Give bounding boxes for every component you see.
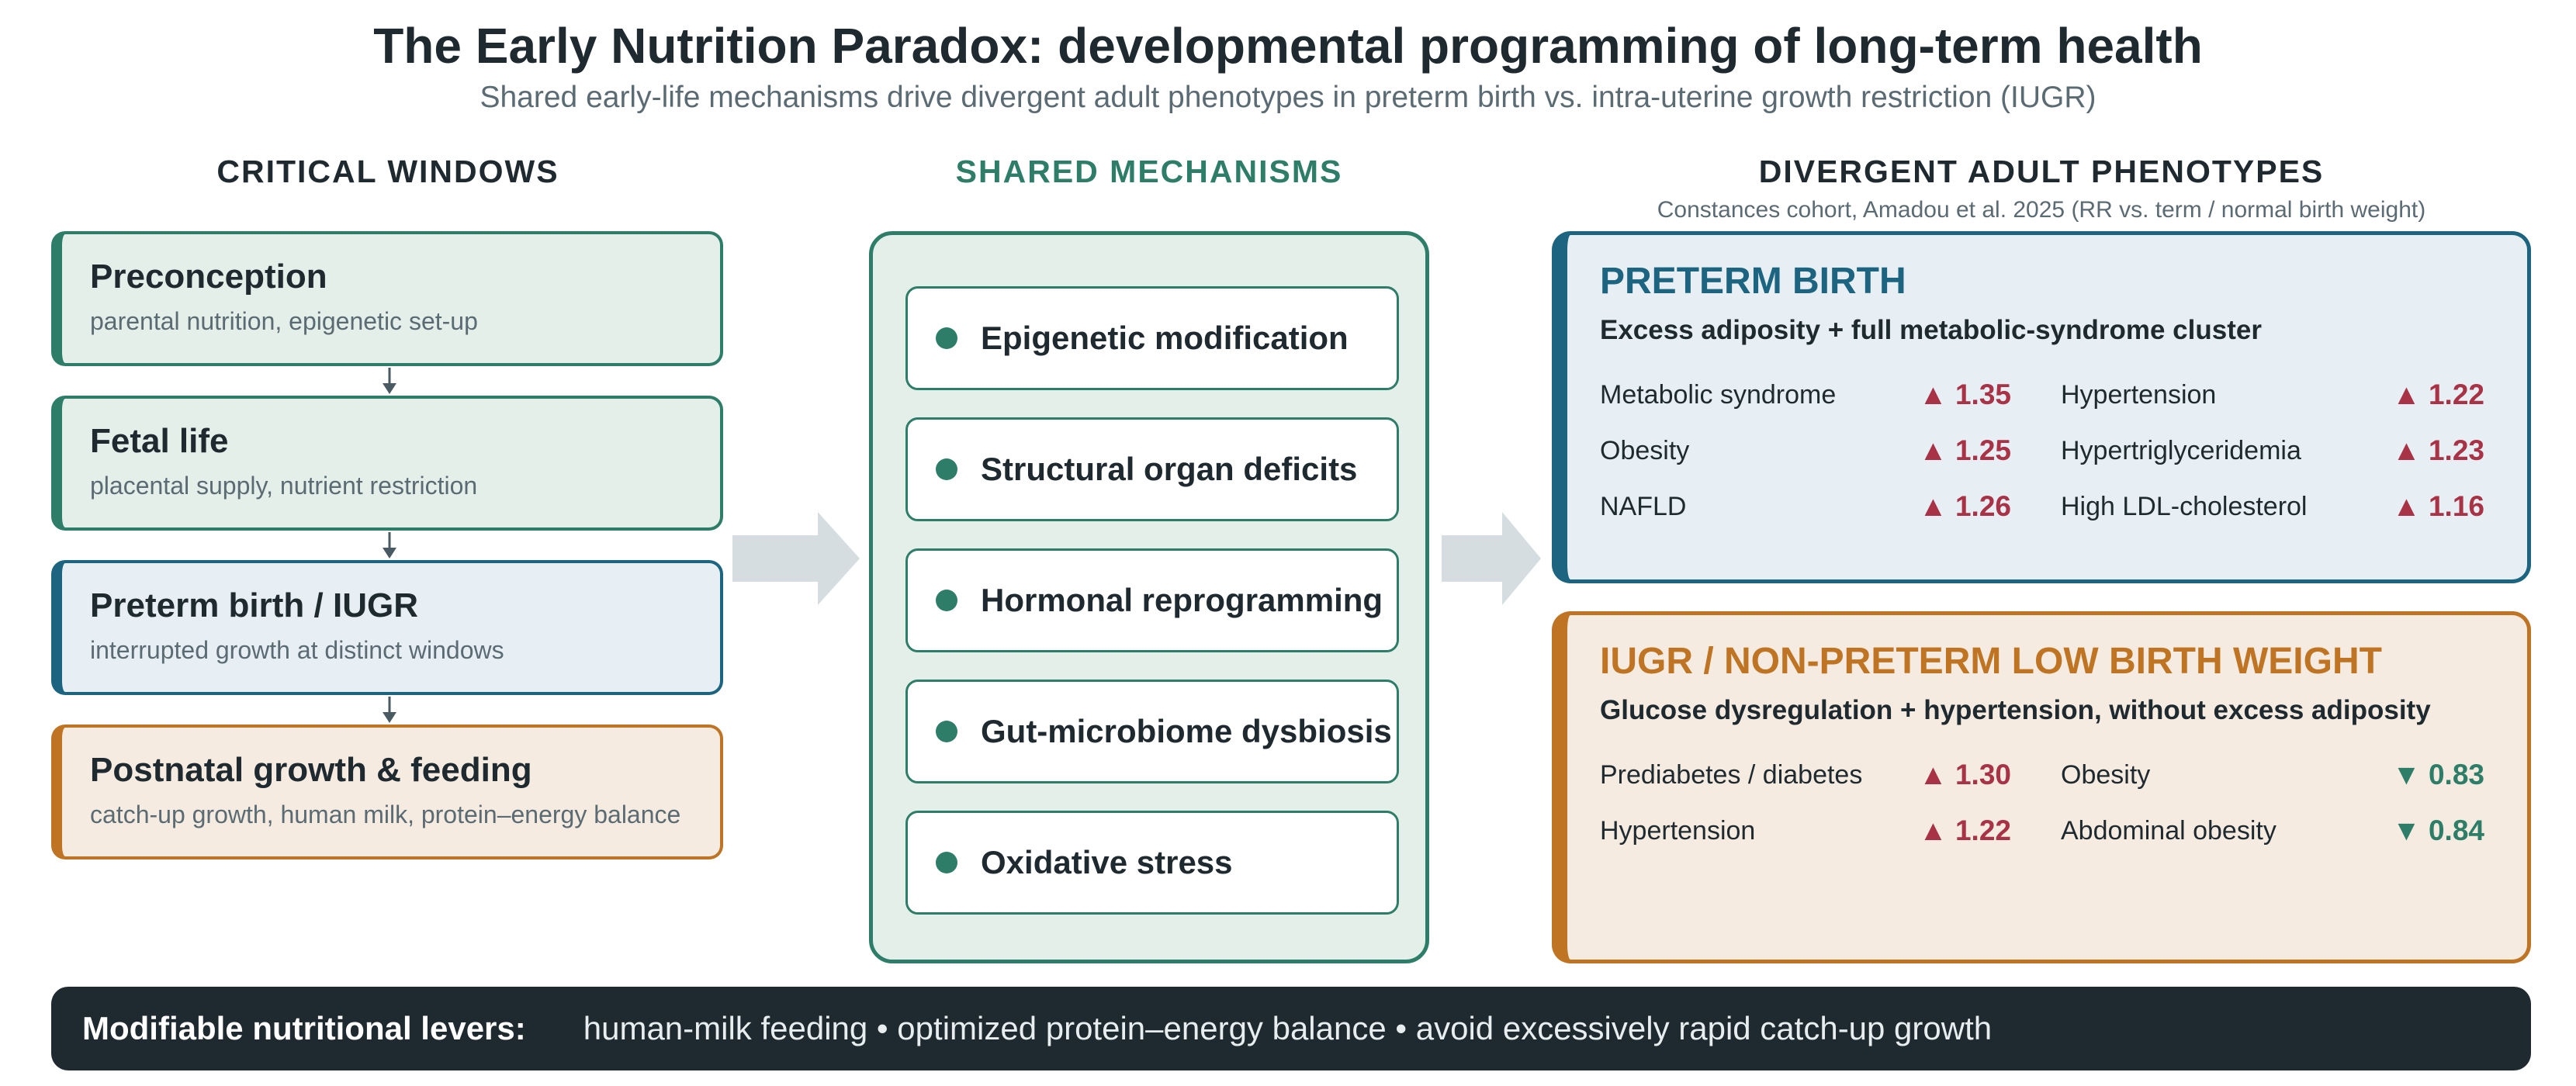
mechanism-item: Oxidative stress	[905, 811, 1399, 915]
mechanism-label: Structural organ deficits	[981, 451, 1358, 487]
bullet-dot-icon	[936, 327, 957, 349]
outcome-label: Abdominal obesity	[2061, 815, 2277, 846]
outcome-label: Hypertension	[2061, 379, 2217, 410]
window-preconception: Preconception parental nutrition, epigen…	[51, 231, 723, 366]
outcome-label: Obesity	[2061, 759, 2151, 790]
bullet-dot-icon	[936, 458, 957, 480]
levers-text: human-milk feeding • optimized protein–e…	[583, 1010, 1993, 1046]
outcome-label: Metabolic syndrome	[1600, 379, 1837, 410]
outcome-label: Prediabetes / diabetes	[1600, 759, 1863, 790]
risk-row: Metabolic syndrome ▲ 1.35	[1600, 367, 2011, 423]
window-fetal-life: Fetal life placental supply, nutrient re…	[51, 396, 723, 531]
mechanism-item: Structural organ deficits	[905, 417, 1399, 521]
cohort-source-note: Constances cohort, Amadou et al. 2025 (R…	[1657, 197, 2426, 223]
mechanism-label: Oxidative stress	[981, 844, 1233, 880]
window-preterm-iugr: Preterm birth / IUGR interrupted growth …	[51, 560, 723, 695]
bullet-dot-icon	[936, 590, 957, 611]
risk-row: NAFLD ▲ 1.26	[1600, 479, 2011, 534]
mechanism-item: Hormonal reprogramming	[905, 548, 1399, 652]
risk-row: Obesity ▲ 1.25	[1600, 423, 2011, 479]
levers-label: Modifiable nutritional levers:	[82, 1010, 526, 1046]
window-description: placental supply, nutrient restriction	[90, 472, 478, 500]
mechanism-label: Hormonal reprogramming	[981, 582, 1383, 618]
critical-windows-header: CRITICAL WINDOWS	[216, 154, 559, 189]
phenotype-subtitle: Glucose dysregulation + hypertension, wi…	[1600, 695, 2431, 725]
risk-row: High LDL-cholesterol ▲ 1.16	[2061, 479, 2484, 534]
mechanism-label: Gut-microbiome dysbiosis	[981, 713, 1392, 749]
page-subtitle: Shared early-life mechanisms drive diver…	[480, 81, 2096, 114]
risk-ratio-value: ▲ 1.22	[1919, 814, 2011, 846]
risk-row: Hypertension ▲ 1.22	[2061, 367, 2484, 423]
flow-arrow-down-icon	[383, 697, 396, 723]
risk-ratio-value: ▲ 1.23	[2392, 434, 2484, 466]
outcome-label: Hypertension	[1600, 815, 1756, 846]
adult-phenotypes-header: DIVERGENT ADULT PHENOTYPES	[1758, 154, 2325, 189]
risk-ratio-value: ▲ 1.25	[1919, 434, 2011, 466]
window-description: parental nutrition, epigenetic set-up	[90, 307, 478, 335]
flow-arrow-down-icon	[383, 368, 396, 394]
shared-mechanisms-header: SHARED MECHANISMS	[955, 154, 1343, 189]
shared-mechanisms-panel: Epigenetic modification Structural organ…	[869, 231, 1429, 963]
risk-ratio-value: ▲ 1.16	[2392, 490, 2484, 522]
bullet-dot-icon	[936, 852, 957, 873]
window-postnatal-growth: Postnatal growth & feeding catch-up grow…	[51, 725, 723, 859]
phenotype-subtitle: Excess adiposity + full metabolic-syndro…	[1600, 315, 2262, 345]
risk-ratio-value: ▲ 1.26	[1919, 490, 2011, 522]
window-title: Preconception	[90, 258, 327, 296]
page-title: The Early Nutrition Paradox: development…	[373, 18, 2203, 74]
iugr-low-birth-weight-card: IUGR / NON-PRETERM LOW BIRTH WEIGHT Gluc…	[1552, 611, 2531, 963]
phenotype-title: PRETERM BIRTH	[1600, 261, 1906, 302]
right-arrow-icon	[732, 512, 860, 605]
risk-row: Hypertriglyceridemia ▲ 1.23	[2061, 423, 2484, 479]
outcome-label: NAFLD	[1600, 491, 1687, 521]
risk-ratio-value: ▲ 1.35	[1919, 379, 2011, 410]
risk-row: Abdominal obesity ▼ 0.84	[2061, 803, 2484, 859]
preterm-birth-card: PRETERM BIRTH Excess adiposity + full me…	[1552, 231, 2531, 583]
window-title: Fetal life	[90, 422, 229, 460]
risk-ratio-value: ▼ 0.83	[2392, 759, 2484, 790]
outcome-label: Obesity	[1600, 435, 1690, 465]
mechanism-label: Epigenetic modification	[981, 320, 1349, 356]
outcome-label: High LDL-cholesterol	[2061, 491, 2308, 521]
risk-row: Hypertension ▲ 1.22	[1600, 803, 2011, 859]
risk-row: Prediabetes / diabetes ▲ 1.30	[1600, 747, 2011, 803]
risk-ratio-value: ▼ 0.84	[2392, 814, 2484, 846]
risk-ratio-value: ▲ 1.22	[2392, 379, 2484, 410]
window-title: Postnatal growth & feeding	[90, 751, 532, 789]
phenotype-title: IUGR / NON-PRETERM LOW BIRTH WEIGHT	[1600, 641, 2382, 682]
bullet-dot-icon	[936, 721, 957, 742]
risk-row: Obesity ▼ 0.83	[2061, 747, 2484, 803]
window-title: Preterm birth / IUGR	[90, 586, 418, 624]
flow-arrow-down-icon	[383, 532, 396, 559]
risk-ratio-value: ▲ 1.30	[1919, 759, 2011, 790]
window-description: catch-up growth, human milk, protein–ene…	[90, 801, 681, 828]
right-arrow-icon	[1442, 512, 1541, 605]
mechanism-item: Epigenetic modification	[905, 286, 1399, 390]
mechanism-item: Gut-microbiome dysbiosis	[905, 680, 1399, 783]
window-description: interrupted growth at distinct windows	[90, 636, 504, 664]
outcome-label: Hypertriglyceridemia	[2061, 435, 2301, 465]
nutritional-levers-bar: Modifiable nutritional levers: human-mil…	[51, 987, 2531, 1070]
